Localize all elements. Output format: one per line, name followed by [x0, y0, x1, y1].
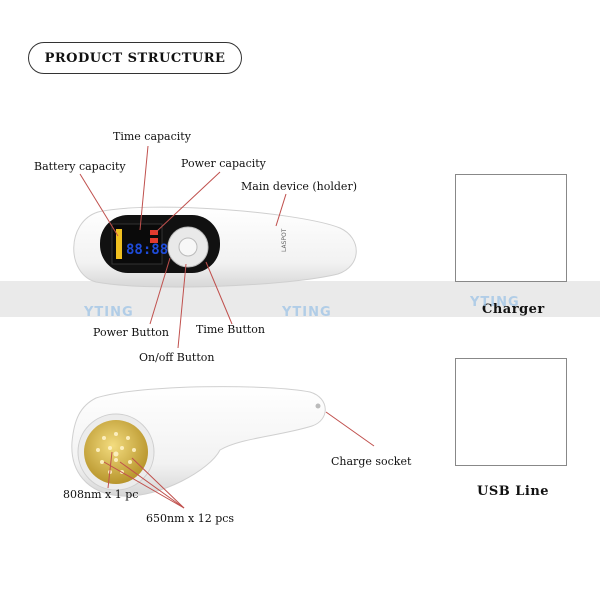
- label-650nm: 650nm x 12 pcs: [146, 512, 235, 525]
- label-time-capacity: Time capacity: [113, 130, 191, 143]
- usb-line-label: USB Line: [477, 484, 550, 499]
- label-charge-socket: Charge socket: [331, 455, 412, 468]
- section-title: PRODUCT STRUCTURE: [28, 42, 242, 74]
- watermark-logo: YTING: [282, 305, 332, 320]
- label-battery-capacity: Battery capacity: [34, 160, 126, 173]
- watermark-logo: YTING: [84, 305, 134, 320]
- battery-bar-icon: [116, 229, 122, 259]
- leader-lines: [79, 145, 375, 509]
- usb-line-box: [455, 358, 567, 466]
- label-power-button: Power Button: [93, 326, 169, 339]
- main-device-top: 88:88 LASPOT: [73, 206, 357, 288]
- label-onoff-button: On/off Button: [139, 351, 215, 364]
- charger-label: Charger: [482, 302, 545, 317]
- charge-socket-icon: [315, 403, 321, 409]
- label-main-device: Main device (holder): [241, 180, 357, 193]
- label-time-button: Time Button: [196, 323, 266, 336]
- label-power-capacity: Power capacity: [181, 157, 266, 170]
- main-device-bottom: [71, 386, 326, 497]
- watermark-logo: YTING: [470, 295, 520, 310]
- watermark-band: [0, 281, 600, 317]
- charger-box: [455, 174, 567, 282]
- label-808nm: 808nm x 1 pc: [63, 488, 139, 501]
- brand-text: LASPOT: [281, 228, 288, 252]
- time-display-digits: 88:88: [126, 242, 168, 258]
